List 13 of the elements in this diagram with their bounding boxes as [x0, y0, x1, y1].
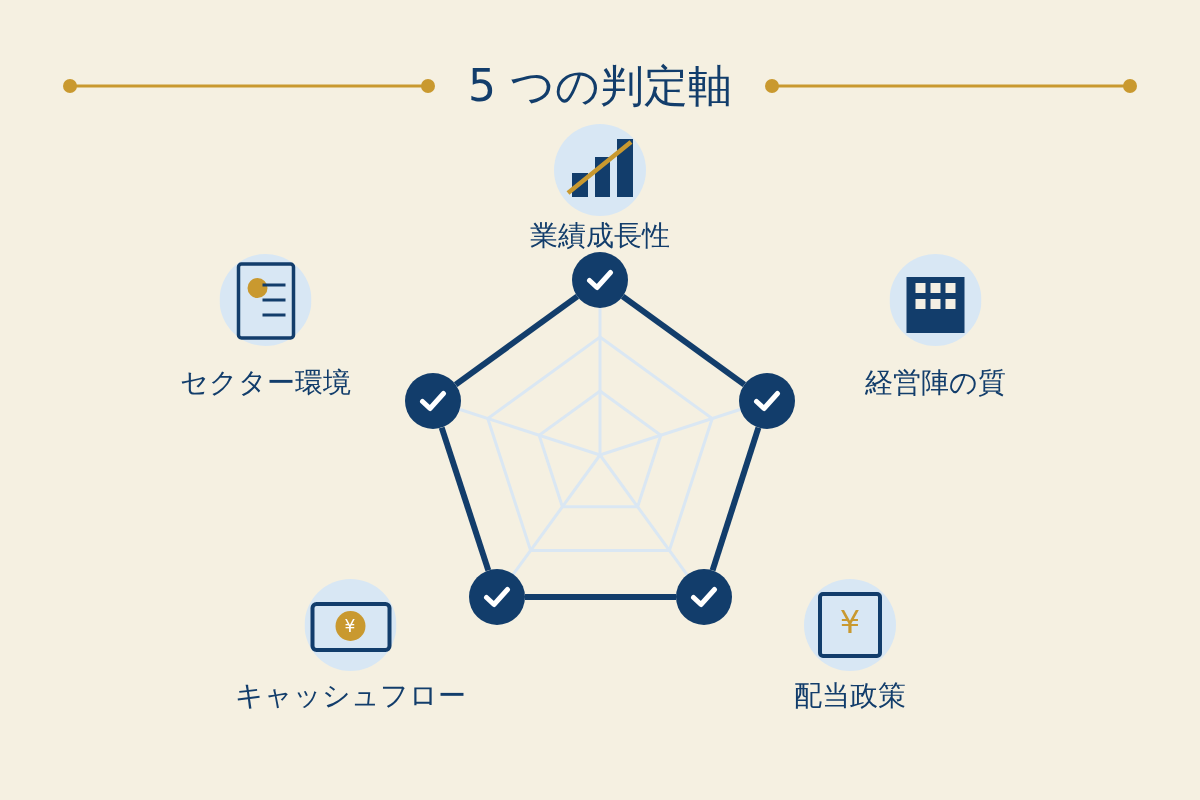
axis-label: 業績成長性 [530, 222, 670, 250]
yen-sign: ¥ [839, 606, 861, 638]
axis-label: セクター環境 [179, 369, 351, 397]
title: 5 つの判定軸 [468, 64, 732, 108]
pentagon-line [438, 426, 492, 572]
axis-label: 経営陣の質 [864, 369, 1006, 397]
pentagon-line [525, 594, 676, 600]
yen-sign: ¥ [344, 617, 356, 635]
pentagon-line [709, 426, 762, 572]
axis-label: キャッシュフロー [234, 682, 466, 710]
pentagon-line [453, 294, 580, 387]
pentagon-line [620, 294, 747, 387]
axis-label: 配当政策 [794, 682, 906, 710]
